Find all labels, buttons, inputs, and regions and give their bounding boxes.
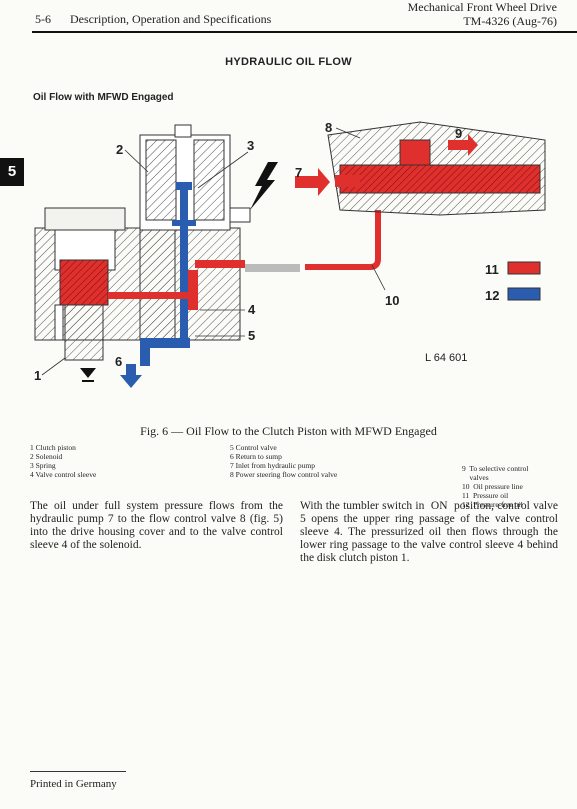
header-rule bbox=[32, 31, 577, 33]
flow-control-valve bbox=[327, 121, 546, 216]
callout-7: 7 bbox=[295, 165, 303, 180]
callout-5: 5 bbox=[248, 328, 256, 343]
footer-rule bbox=[30, 771, 126, 772]
oil-pressure-line bbox=[305, 210, 381, 270]
page-reference: 5-6 bbox=[35, 12, 51, 26]
subheading: Oil Flow with MFWD Engaged bbox=[33, 92, 174, 103]
clutch-piston bbox=[54, 259, 109, 361]
section-heading: HYDRAULIC OIL FLOW bbox=[225, 56, 352, 68]
hydraulic-diagram bbox=[34, 121, 546, 388]
callout-8: 8 bbox=[325, 120, 333, 135]
pressure-free-oil-swatch bbox=[507, 287, 541, 301]
figure-caption: Fig. 6 — Oil Flow to the Clutch Piston w… bbox=[140, 424, 437, 438]
callout-12: 12 bbox=[485, 288, 500, 303]
paragraph-left: The oil under full system pressure flows… bbox=[30, 500, 283, 551]
pressure-oil-swatch bbox=[507, 261, 541, 275]
callout-2: 2 bbox=[116, 142, 124, 157]
sump-drop-icon bbox=[80, 368, 96, 378]
manual-id: TM-4326 (Aug-76) bbox=[463, 14, 557, 28]
footer-note: Printed in Germany bbox=[30, 778, 117, 790]
callout-4: 4 bbox=[248, 302, 256, 317]
callout-1: 1 bbox=[34, 368, 42, 383]
callout-11: 11 bbox=[485, 262, 499, 277]
electric-bolt-icon bbox=[250, 162, 278, 210]
solenoid bbox=[139, 124, 251, 231]
section-title: Description, Operation and Specification… bbox=[70, 12, 272, 26]
callout-3: 3 bbox=[247, 138, 255, 153]
callout-10: 10 bbox=[385, 293, 400, 308]
inlet-arrow-icon bbox=[295, 168, 330, 196]
control-valve bbox=[140, 182, 196, 366]
callout-6: 6 bbox=[115, 354, 123, 369]
drive-housing bbox=[34, 207, 241, 341]
figure-code: L 64 601 bbox=[425, 352, 468, 364]
book-title: Mechanical Front Wheel Drive bbox=[407, 0, 557, 14]
callout-9: 9 bbox=[455, 126, 463, 141]
section-tab: 5 bbox=[0, 158, 24, 186]
paragraph-right: With the tumbler switch in ON position, … bbox=[300, 500, 561, 564]
outlet-arrow-icon bbox=[448, 134, 478, 156]
pressure-passage bbox=[108, 260, 245, 310]
return-arrow-icon bbox=[120, 364, 142, 388]
